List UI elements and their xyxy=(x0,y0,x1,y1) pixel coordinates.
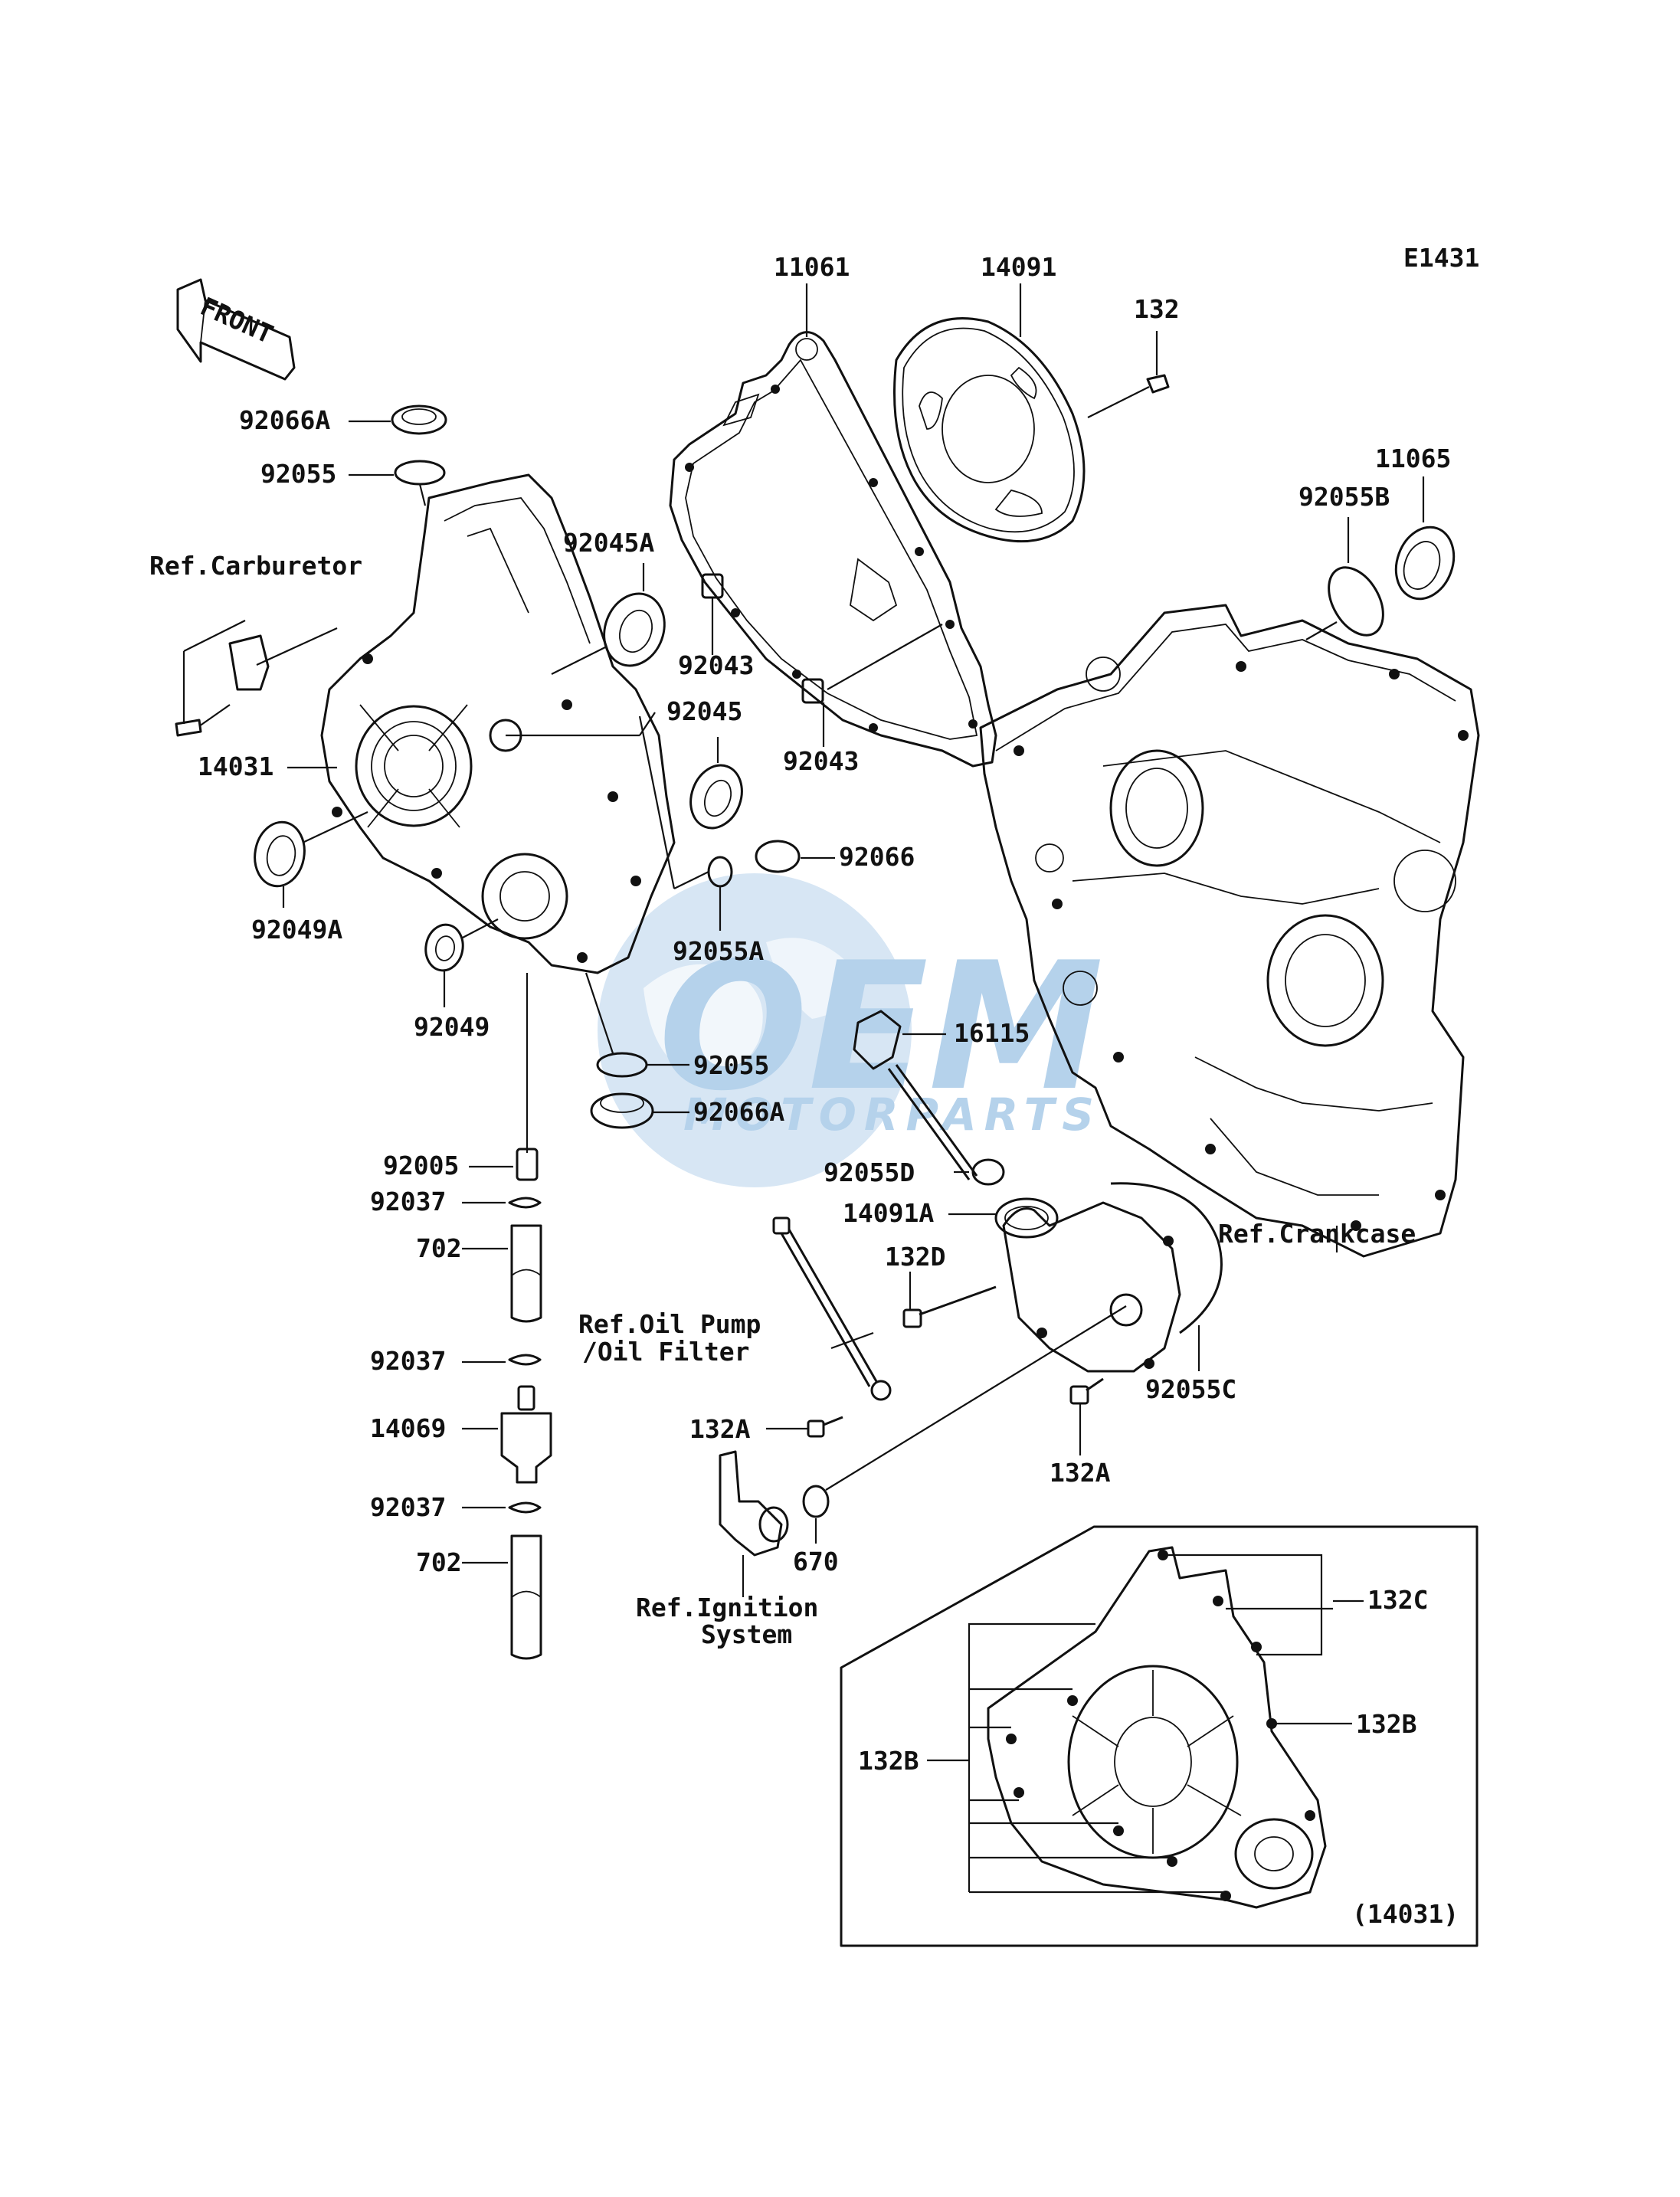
crankcase-reference xyxy=(979,604,1480,1258)
label-92037-c: 92037 xyxy=(370,1492,446,1522)
breather-fitting-92005 xyxy=(469,1148,539,1181)
label-92043-a: 92043 xyxy=(678,650,754,680)
o-ring-92055D xyxy=(954,1158,1005,1186)
label-16115: 16115 xyxy=(954,1018,1030,1048)
o-ring-92055-mid xyxy=(585,972,689,1078)
label-132: 132 xyxy=(1134,294,1180,324)
part-labels: 11061 14091 132 11065 92055B 92066A 9205… xyxy=(149,252,1459,1929)
watermark-globe xyxy=(598,873,912,1187)
label-92066: 92066 xyxy=(839,842,915,872)
clamp-92037-c xyxy=(462,1501,542,1514)
label-ref-oil-pump-2: /Oil Filter xyxy=(582,1337,750,1367)
label-670: 670 xyxy=(793,1547,839,1577)
label-ref-ignition-2: System xyxy=(701,1619,792,1649)
label-132B-left: 132B xyxy=(858,1746,919,1776)
label-92055B: 92055B xyxy=(1298,482,1390,512)
label-132D: 132D xyxy=(885,1242,945,1272)
label-132A-a: 132A xyxy=(689,1414,751,1444)
label-92037-a: 92037 xyxy=(370,1187,446,1216)
label-92066A-top: 92066A xyxy=(239,405,330,435)
label-14031: 14031 xyxy=(198,751,273,781)
cap-92066A-mid xyxy=(590,1092,689,1129)
oil-pump-rod xyxy=(772,1216,892,1401)
label-92045A: 92045A xyxy=(563,528,654,558)
inset-box xyxy=(840,1525,1479,1947)
cover-14091A xyxy=(994,1197,1181,1373)
o-ring-670 xyxy=(802,1305,1127,1544)
clamp-92037-b xyxy=(462,1354,542,1366)
ignition-sensor xyxy=(719,1450,789,1597)
gasket-92055C xyxy=(1110,1182,1223,1371)
bolt-132D xyxy=(902,1272,997,1328)
dipstick-16115 xyxy=(853,1010,978,1180)
bolt-132A-a xyxy=(766,1416,843,1438)
label-ref-ignition-1: Ref.Ignition xyxy=(636,1593,818,1622)
dowel-pin-92043-a xyxy=(701,573,724,655)
label-11061: 11061 xyxy=(774,252,850,282)
front-arrow: FRONT xyxy=(176,278,296,381)
label-92005: 92005 xyxy=(383,1151,459,1180)
o-ring-92055A xyxy=(673,856,733,931)
carburetor-bracket xyxy=(175,620,338,737)
label-132A-b: 132A xyxy=(1050,1458,1111,1488)
label-92055-top: 92055 xyxy=(260,459,336,489)
bolt-132 xyxy=(1087,331,1170,418)
label-92066A-mid: 92066A xyxy=(693,1097,784,1127)
oil-seal-11065 xyxy=(1394,476,1456,601)
label-14069: 14069 xyxy=(370,1413,446,1443)
hose-702-b xyxy=(462,1534,542,1660)
watermark-secondary-text: MOTORPARTS xyxy=(683,1089,1102,1141)
label-92055A: 92055A xyxy=(673,936,764,966)
clamp-92037-a xyxy=(462,1197,542,1209)
label-132B-right: 132B xyxy=(1356,1709,1416,1739)
label-11065: 11065 xyxy=(1375,444,1451,473)
o-ring-92055-top xyxy=(349,460,446,506)
front-arrow-label: FRONT xyxy=(196,291,278,349)
label-92043-b: 92043 xyxy=(783,746,859,776)
filter-14069 xyxy=(462,1385,552,1484)
dowel-pin-92043-b xyxy=(801,624,943,747)
label-92055D: 92055D xyxy=(824,1157,915,1187)
label-132C: 132C xyxy=(1367,1585,1428,1615)
bolt-132A-b xyxy=(1069,1377,1104,1455)
cap-92066 xyxy=(755,840,835,873)
label-ref-carburetor: Ref.Carburetor xyxy=(149,551,362,581)
oil-seal-92049 xyxy=(424,918,499,1007)
label-14091: 14091 xyxy=(981,252,1056,282)
label-92037-b: 92037 xyxy=(370,1346,446,1376)
inset-caption: (14031) xyxy=(1352,1899,1459,1929)
label-702-b: 702 xyxy=(416,1547,462,1577)
diagram-code: E1431 xyxy=(1403,243,1479,273)
hose-702-a xyxy=(462,1224,542,1323)
oil-seal-92049A xyxy=(254,811,368,908)
bearing-92045A xyxy=(551,563,666,675)
label-702-a: 702 xyxy=(416,1233,462,1263)
cover-plate-14091 xyxy=(893,317,1086,543)
bearing-92045 xyxy=(689,737,743,830)
label-ref-crankcase: Ref.Crankcase xyxy=(1218,1219,1416,1249)
label-92049: 92049 xyxy=(414,1012,490,1042)
cap-92066A-top xyxy=(349,404,447,435)
watermark-primary-text: OEM xyxy=(658,925,1104,1130)
o-ring-92055B xyxy=(1305,517,1384,640)
label-92055C: 92055C xyxy=(1145,1374,1236,1404)
label-92045: 92045 xyxy=(666,696,742,726)
label-14091A: 14091A xyxy=(843,1198,934,1228)
label-92049A: 92049A xyxy=(251,915,342,945)
label-ref-oil-pump-1: Ref.Oil Pump xyxy=(578,1309,761,1339)
label-92055-mid: 92055 xyxy=(693,1050,769,1080)
watermark: OEM MOTORPARTS xyxy=(598,873,1104,1187)
